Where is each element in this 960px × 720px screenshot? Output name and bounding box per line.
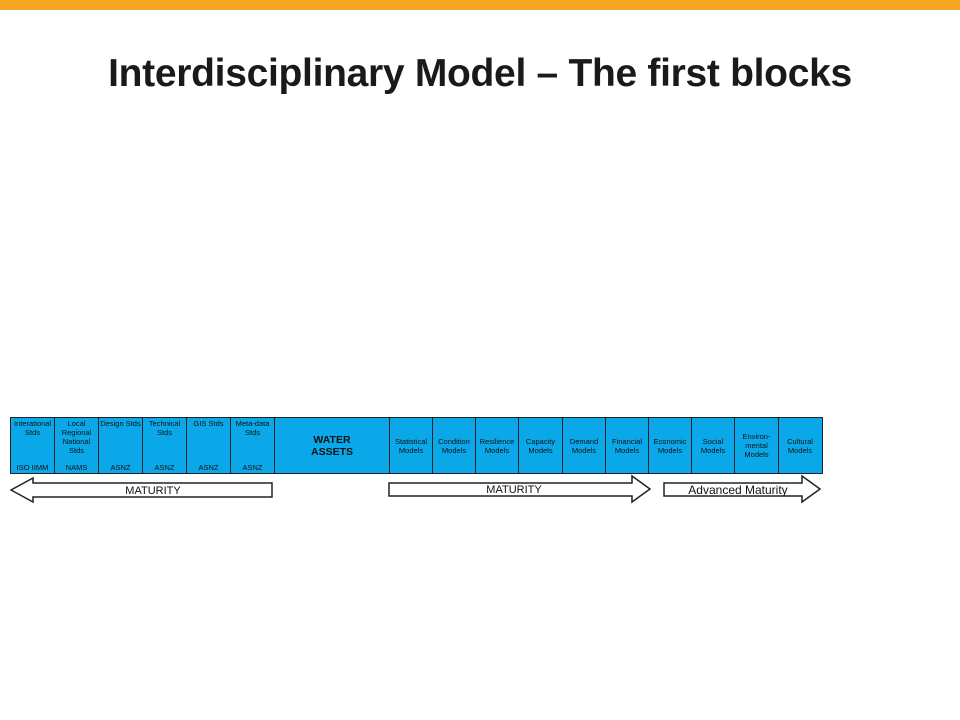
arrow-right-advanced-maturity (663, 474, 822, 504)
model-diagram: Interational Stds ISO IIMM Local Regiona… (10, 417, 823, 507)
block-standard-sub: ASNZ (242, 463, 263, 472)
block-standard-technical: Technical Stds ASNZ (143, 418, 187, 473)
block-model-resilience: Resilience Models (476, 418, 519, 473)
block-standard-name: Design Stds (100, 419, 141, 428)
block-model-cultural: Cultural Models (779, 418, 821, 473)
block-standard-name: GIS Stds (193, 419, 224, 428)
block-standard-sub: ASNZ (154, 463, 175, 472)
block-model-economic: Economic Models (649, 418, 692, 473)
block-standard-name: Local Regional National Stds (61, 419, 92, 455)
block-model-statistical: Statistical Models (390, 418, 433, 473)
block-standard-sub: ASNZ (198, 463, 219, 472)
block-model-label: Demand Models (569, 436, 599, 455)
block-standard-sub: ASNZ (110, 463, 131, 472)
slide-title: Interdisciplinary Model – The first bloc… (108, 52, 852, 95)
block-model-label: Social Models (700, 436, 726, 455)
block-standard-name: Interational Stds (13, 419, 52, 437)
block-standard-local: Local Regional National Stds NAMS (55, 418, 99, 473)
block-model-label: Condition Models (438, 436, 470, 455)
block-model-financial: Financial Models (606, 418, 649, 473)
block-model-label: Statistical Models (394, 436, 428, 455)
block-model-demand: Demand Models (563, 418, 606, 473)
block-model-label: Capacity Models (525, 436, 556, 455)
block-model-label: Financial Models (611, 436, 642, 455)
arrow-left-maturity (10, 476, 273, 504)
block-standard-sub: NAMS (65, 463, 88, 472)
block-model-label: Resilience Models (479, 436, 515, 455)
arrow-middle-label: MATURITY (486, 484, 542, 496)
block-model-label: Economic Models (653, 436, 687, 455)
block-model-social: Social Models (692, 418, 735, 473)
block-standard-name: Meta-data Stds (235, 419, 270, 437)
block-water-assets: WATER ASSETS (275, 418, 390, 473)
block-standard-design: Design Stds ASNZ (99, 418, 143, 473)
block-model-label: Environ-mental Models (742, 432, 771, 459)
block-standard-metadata: Meta-data Stds ASNZ (231, 418, 275, 473)
water-assets-label: WATER ASSETS (310, 433, 353, 458)
arrow-right-label: Advanced Maturity (688, 483, 787, 497)
block-model-label: Cultural Models (787, 436, 813, 455)
block-standard-gis: GIS Stds ASNZ (187, 418, 231, 473)
block-row: Interational Stds ISO IIMM Local Regiona… (10, 417, 823, 474)
block-standard-name: Technical Stds (148, 419, 181, 437)
block-standard-international: Interational Stds ISO IIMM (11, 418, 55, 473)
arrow-left-label: MATURITY (125, 485, 181, 497)
maturity-arrows: MATURITY MATURITY Advanced Maturity (10, 474, 822, 504)
arrow-middle-maturity (388, 474, 652, 504)
block-model-condition: Condition Models (433, 418, 476, 473)
block-model-capacity: Capacity Models (519, 418, 563, 473)
block-standard-sub: ISO IIMM (16, 463, 49, 472)
block-model-environmental: Environ-mental Models (735, 418, 779, 473)
top-accent-bar (0, 0, 960, 10)
